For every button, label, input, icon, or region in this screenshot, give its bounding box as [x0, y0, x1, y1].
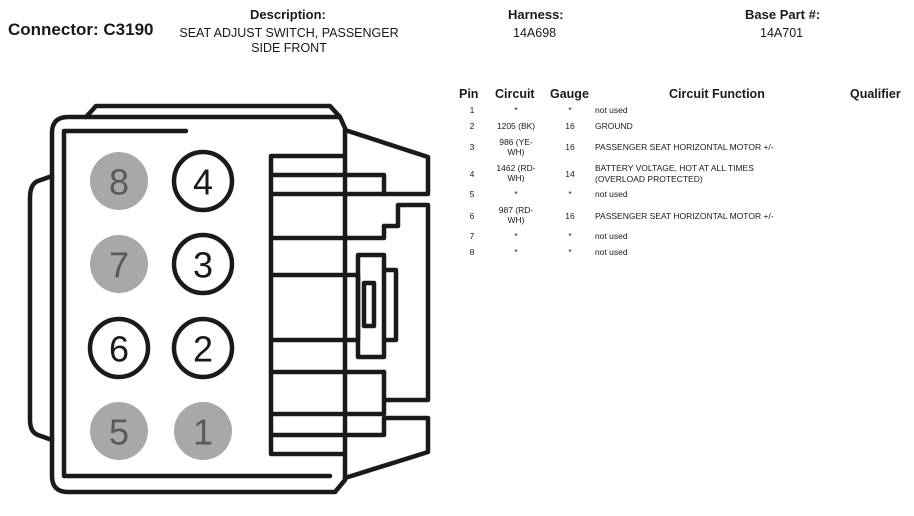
- header-gauge: Gauge: [550, 87, 589, 101]
- function-cell: not used: [595, 231, 628, 241]
- header-pin: Pin: [459, 87, 479, 101]
- connector-pin-5: 5: [90, 402, 148, 460]
- pin-cell: 1: [469, 105, 475, 115]
- pin-number: 8: [109, 162, 129, 203]
- harness-label: Harness:: [508, 7, 564, 22]
- pin-circle: [171, 232, 235, 296]
- connector-pin-2: 2: [171, 316, 235, 380]
- gauge-cell: *: [568, 189, 572, 199]
- pin-cell: 5: [469, 189, 475, 199]
- gauge-cell: 16: [565, 121, 575, 131]
- circuit-cell: 1205 (BK): [496, 121, 536, 131]
- circuit-cell: 987 (RD-WH): [498, 205, 534, 225]
- circuit-cell: *: [514, 105, 518, 115]
- function-cell: not used: [595, 105, 628, 115]
- description-label: Description:: [250, 7, 326, 22]
- pin-circle: [90, 402, 148, 460]
- connector-diagram: 8 4 7 3 6 2 5 1: [27, 103, 431, 495]
- connector-pin-1: 1: [174, 402, 232, 460]
- pin-number: 3: [193, 245, 213, 286]
- header-circuit: Circuit: [495, 87, 535, 101]
- gauge-cell: *: [568, 231, 572, 241]
- pin-cell: 8: [469, 247, 475, 257]
- harness-value: 14A698: [513, 26, 557, 40]
- circuit-cell: 986 (YE-WH): [499, 137, 533, 157]
- connector-title: Connector: C3190: [8, 20, 154, 39]
- function-cell: PASSENGER SEAT HORIZONTAL MOTOR +/-: [595, 211, 774, 221]
- connector-pin-8: 8: [90, 152, 148, 210]
- connector-pins: 8 4 7 3 6 2 5 1: [87, 149, 235, 460]
- pin-circle: [90, 152, 148, 210]
- base-part-label: Base Part #:: [745, 7, 821, 22]
- pin-cell: 2: [469, 121, 475, 131]
- pin-cell: 4: [469, 169, 475, 179]
- connector-pin-3: 3: [171, 232, 235, 296]
- description-value: SEAT ADJUST SWITCH, PASSENGER SIDE FRONT: [179, 26, 399, 55]
- header-circuit-function: Circuit Function: [669, 87, 765, 101]
- gauge-cell: 14: [565, 169, 575, 179]
- circuit-cell: *: [514, 247, 518, 257]
- connector-pin-6: 6: [87, 316, 151, 380]
- pin-number: 5: [109, 412, 129, 453]
- connector-housing: [27, 103, 431, 495]
- pin-circle: [171, 149, 235, 213]
- circuit-cell: *: [514, 189, 518, 199]
- pin-circle: [87, 316, 151, 380]
- pin-cell: 3: [469, 142, 475, 152]
- pin-cell: 6: [469, 211, 475, 221]
- function-cell: PASSENGER SEAT HORIZONTAL MOTOR +/-: [595, 142, 774, 152]
- pin-circle: [174, 402, 232, 460]
- connector-pin-4: 4: [171, 149, 235, 213]
- pin-circle: [171, 316, 235, 380]
- circuit-cell: 1462 (RD-WH): [496, 163, 536, 183]
- circuit-cell: *: [514, 231, 518, 241]
- base-part-value: 14A701: [760, 26, 804, 40]
- function-cell: BATTERY VOLTAGE, HOT AT ALL TIMES (OVERL…: [595, 163, 754, 184]
- gauge-cell: 16: [565, 211, 575, 221]
- pin-number: 7: [109, 245, 129, 286]
- gauge-cell: *: [568, 247, 572, 257]
- pin-number: 1: [193, 412, 213, 453]
- function-cell: GROUND: [595, 121, 633, 131]
- pin-number: 2: [193, 329, 213, 370]
- connector-pin-7: 7: [90, 235, 148, 293]
- header-qualifier: Qualifier: [850, 87, 901, 101]
- pin-number: 4: [193, 162, 213, 203]
- pin-circle: [90, 235, 148, 293]
- function-cell: not used: [595, 189, 628, 199]
- function-cell: not used: [595, 247, 628, 257]
- gauge-cell: *: [568, 105, 572, 115]
- pin-number: 6: [109, 329, 129, 370]
- gauge-cell: 16: [565, 142, 575, 152]
- pin-cell: 7: [469, 231, 475, 241]
